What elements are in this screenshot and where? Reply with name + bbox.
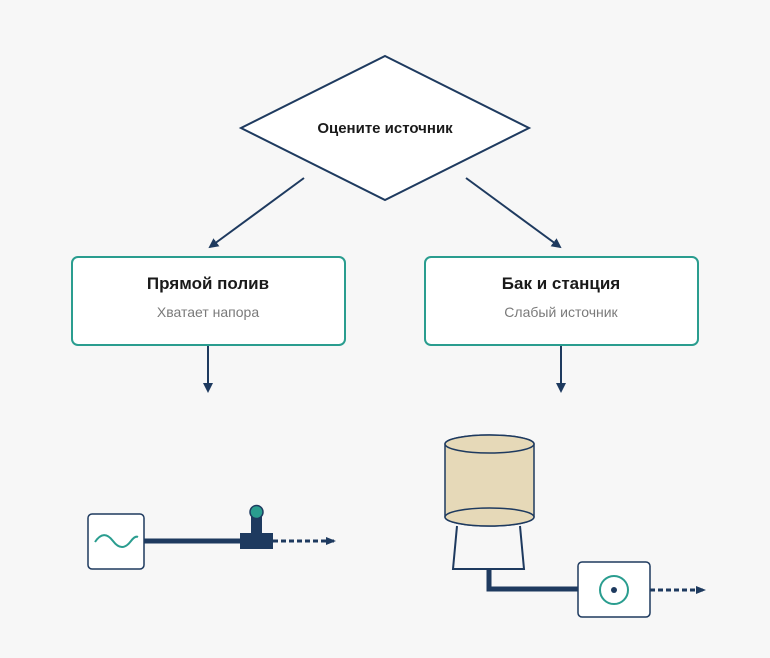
branch-tank-subtitle: Слабый источник bbox=[504, 304, 618, 320]
branch-direct-subtitle: Хватает напора bbox=[157, 304, 259, 320]
arrow-to-direct bbox=[208, 177, 305, 249]
valve-icon bbox=[240, 504, 273, 549]
branch-tank-title: Бак и станция bbox=[502, 274, 620, 293]
pump-station-icon bbox=[577, 561, 651, 618]
branch-direct-box: Прямой полив Хватает напора bbox=[71, 256, 346, 346]
arrow-to-tank bbox=[465, 177, 562, 249]
decision-node: Оцените источник bbox=[238, 54, 532, 202]
station-pipe bbox=[486, 569, 578, 592]
branch-direct-title: Прямой полив bbox=[147, 274, 269, 293]
storage-tank-icon bbox=[444, 434, 535, 570]
wave-icon bbox=[87, 513, 145, 570]
direct-irrigation-illustration bbox=[87, 504, 336, 570]
decision-label: Оцените источник bbox=[317, 120, 453, 137]
branch-tank-box: Бак и станция Слабый источник bbox=[424, 256, 699, 346]
tank-station-illustration bbox=[444, 434, 706, 618]
